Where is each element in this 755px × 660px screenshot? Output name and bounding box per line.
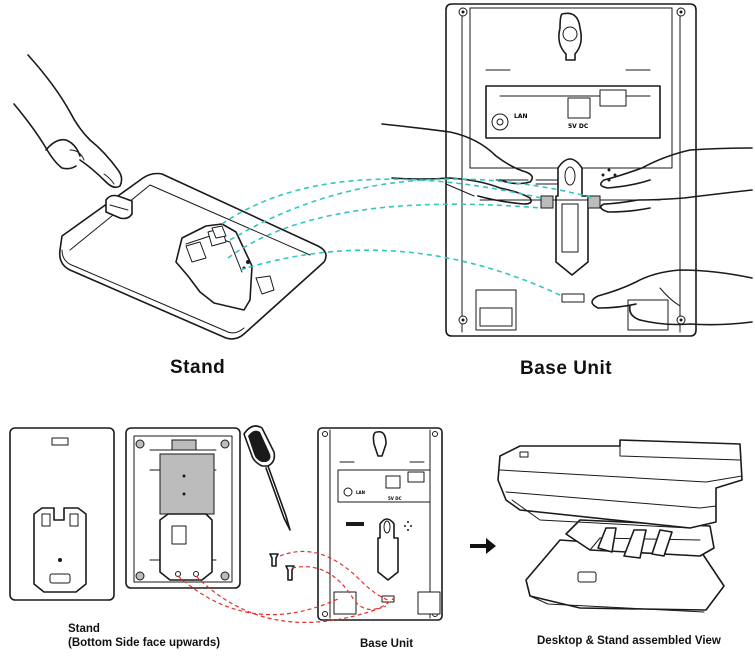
screws-icon <box>269 553 295 581</box>
lan-port-label: LAN <box>514 113 528 120</box>
base-unit-caption: Base Unit <box>520 358 613 379</box>
cyan-guide-lines <box>221 178 595 297</box>
base-unit-bottom-view: LAN 5V DC <box>317 427 443 621</box>
assembled-view-caption: Desktop & Stand assembled View <box>537 635 721 647</box>
base-unit-top-view <box>381 3 753 337</box>
stand-caption: Stand <box>170 357 226 378</box>
stand-bottom-caption-line1: Stand <box>68 623 100 635</box>
stand-bottom-caption-line2: (Bottom Side face upwards) <box>68 637 221 649</box>
base-unit-bottom-caption: Base Unit <box>360 638 414 650</box>
stand-top-view <box>13 54 327 340</box>
stand-bottom-face <box>125 427 241 589</box>
assembled-view <box>497 439 743 613</box>
lan-port-label-small: LAN <box>356 490 365 495</box>
arrow-right-icon <box>470 538 496 554</box>
red-guide-lines <box>177 550 395 623</box>
screwdriver-icon <box>243 425 291 531</box>
dc-port-label: 5V DC <box>568 123 589 130</box>
dc-port-label-small: 5V DC <box>388 496 402 501</box>
stand-front-face <box>9 427 115 601</box>
